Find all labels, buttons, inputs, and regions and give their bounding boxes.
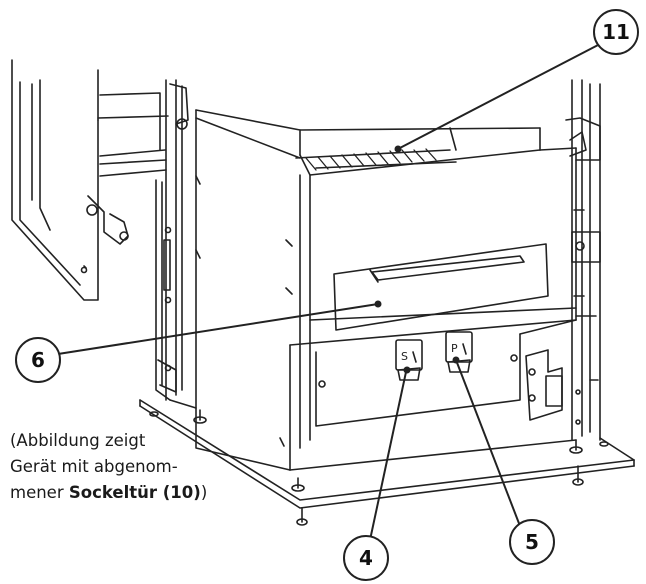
caption-line-2: Gerät mit abgenom- (10, 457, 178, 476)
leader-11 (395, 43, 601, 151)
svg-text:P: P (451, 342, 458, 355)
leader-dot-5 (452, 356, 460, 364)
caption-door-reference: Sockeltür (10) (68, 483, 201, 502)
left-frame-post (155, 79, 189, 401)
callout-11-label: 11 (602, 20, 630, 44)
callout-11: 11 (593, 9, 639, 55)
caption-line-3: mener Sockeltür (10)) (10, 480, 250, 506)
callout-6: 6 (15, 337, 61, 383)
callout-5: 5 (509, 519, 555, 565)
leader-5 (455, 359, 521, 527)
callout-4-label: 4 (359, 546, 373, 570)
caption-line-3-prefix: mener (10, 483, 69, 502)
top-tray (195, 109, 541, 176)
callout-4: 4 (343, 535, 389, 581)
base-plate (139, 399, 635, 526)
leader-6 (57, 303, 379, 355)
caption-line-1: (Abbildung zeigt (10, 431, 146, 450)
leader-dot-4 (403, 366, 411, 374)
connector-4: S (395, 339, 423, 381)
leader-4 (369, 371, 407, 541)
leader-dot-11 (394, 145, 402, 153)
callout-6-label: 6 (31, 348, 45, 372)
callout-5-label: 5 (525, 530, 539, 554)
caption-line-3-suffix: ) (200, 483, 208, 502)
leader-lines (57, 43, 601, 541)
right-frame-post (565, 79, 601, 441)
grate-slots (305, 148, 437, 171)
lower-compartment: S P (289, 319, 577, 471)
device-drawing: S P (11, 59, 635, 526)
connector-5: P (445, 331, 473, 373)
feet (149, 409, 609, 526)
open-door-left (11, 59, 169, 301)
figure-caption: (Abbildung zeigt Gerät mit abgenom- mene… (10, 428, 250, 506)
leader-dot-6 (374, 300, 382, 308)
svg-text:S: S (401, 350, 408, 363)
